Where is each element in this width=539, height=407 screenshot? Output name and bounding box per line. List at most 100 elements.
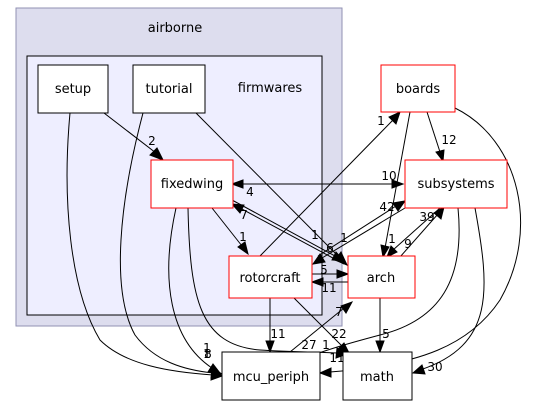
edge-fixedwing-subsystems[interactable]: 10 [243,169,405,189]
node-fixedwing-box [150,159,234,209]
arrow-head [311,253,326,265]
edge-line [329,107,521,373]
node-tutorial-label: tutorial [146,82,193,97]
node-arch-box [347,255,416,299]
node-subsystems-label: subsystems [417,177,494,192]
edge-arch-math[interactable]: 5 [375,298,390,354]
node-boards[interactable]: boards [380,64,456,113]
edge-line [289,307,345,353]
node-arch[interactable]: arch [347,255,416,299]
edge-arch-rotorcraft[interactable]: 11 [310,277,348,295]
edge-fixedwing-rotorcraft[interactable]: 1 [211,207,249,256]
edge-line [66,112,214,376]
edge-label: 4 [246,185,254,199]
edge-label: 1 [203,341,211,355]
arrow-head [335,347,349,359]
edge-label: 1 [388,232,396,246]
arrow-head [230,179,244,189]
edge-line [419,207,485,371]
edge-arch-mcu_periph[interactable]: 7 [289,301,354,353]
edge-line [392,207,441,251]
node-rotorcraft-label: rotorcraft [239,271,300,286]
node-math[interactable]: math [342,351,413,401]
edge-line [119,112,214,374]
arrow-head [237,241,249,256]
edge-label: 11 [321,281,336,295]
edge-boards-subsystems[interactable]: 12 [426,111,457,163]
edge-line [399,213,439,258]
node-subsystems[interactable]: subsystems [404,159,508,209]
edge-subsystems-arch[interactable]: 9 [386,207,441,259]
node-mcu_periph[interactable]: mcu_periph [221,351,321,401]
node-mcu_periph-box [221,351,321,401]
arrow-head [386,245,398,259]
node-math-box [342,351,413,401]
arrow-head [340,301,354,314]
edge-setup-fixedwing[interactable]: 2 [103,112,165,161]
node-setup-box [37,64,109,114]
edge-label: 27 [301,338,316,352]
arrow-head [336,269,350,279]
edge-subsystems-fixedwing[interactable]: 4 [230,179,254,199]
edge-line [259,119,394,257]
edge-line [317,205,397,257]
arrow-head [318,367,332,378]
edge-label: 22 [331,327,346,341]
edge-fixedwing-mcu_periph[interactable]: 8 [168,207,222,374]
edge-line [231,199,336,257]
edge-subsystems-math[interactable]: 30 [411,207,485,375]
node-fixedwing[interactable]: fixedwing [150,159,234,209]
arrow-head [149,147,165,161]
arrow-head [392,200,407,212]
arrow-head [265,340,275,354]
edge-rotorcraft-mcu_periph[interactable]: 11 [265,298,286,354]
node-subsystems-box [404,159,508,209]
arrow-head [207,363,222,374]
edge-line [426,111,441,153]
edge-label: 7 [240,208,248,222]
nodes: setup tutorial fixedwing rotorcraft boar… [37,64,508,401]
edge-label: 5 [320,263,328,277]
edge-line [299,207,460,361]
arrow-head [230,203,245,214]
edge-label: 9 [404,237,412,251]
edges: 2 1 1 1 10 4 [66,107,521,381]
edge-label: 30 [427,360,442,374]
edge-boards-arch[interactable]: 1 [380,111,411,259]
edge-line [293,297,343,347]
node-mcu_periph-label: mcu_periph [233,370,309,385]
arrow-head [375,340,385,354]
edge-label: 6 [326,241,334,255]
edge-label: 10 [381,169,396,183]
edge-arch-subsystems[interactable]: 39 [399,205,445,258]
edge-rotorcraft-boards[interactable]: 1 [259,111,401,257]
edge-line [211,207,243,247]
node-arch-label: arch [367,271,395,286]
edge-label: 42 [379,200,394,214]
edge-label: 1 [311,228,319,242]
edge-label: 11 [329,351,344,365]
edge-label: 11 [270,327,285,341]
node-tutorial[interactable]: tutorial [132,64,206,114]
edge-rotorcraft-subsystems[interactable]: 42 [317,200,407,257]
edge-label: 1 [322,338,330,352]
edge-label: 1 [340,231,348,245]
node-setup[interactable]: setup [37,64,109,114]
arrow-head [435,149,445,163]
arrow-head [380,244,390,259]
node-boards-label: boards [396,82,441,97]
arrow-head [433,205,445,220]
edge-label: 1 [377,114,385,128]
cluster-firmwares-label: firmwares [238,81,303,96]
edge-label: 5 [382,327,390,341]
edge-label: 2 [148,134,156,148]
arrow-head [388,111,401,125]
edge-label: 39 [419,210,434,224]
edge-rotorcraft-arch[interactable]: 5 [312,263,350,279]
edge-label: 7 [335,305,343,319]
edge-boards-mcu_periph[interactable]: 11 [318,107,521,378]
edge-label: 8 [204,347,212,361]
node-fixedwing-label: fixedwing [161,177,223,192]
node-rotorcraft[interactable]: rotorcraft [228,255,313,299]
edge-line [384,111,411,249]
